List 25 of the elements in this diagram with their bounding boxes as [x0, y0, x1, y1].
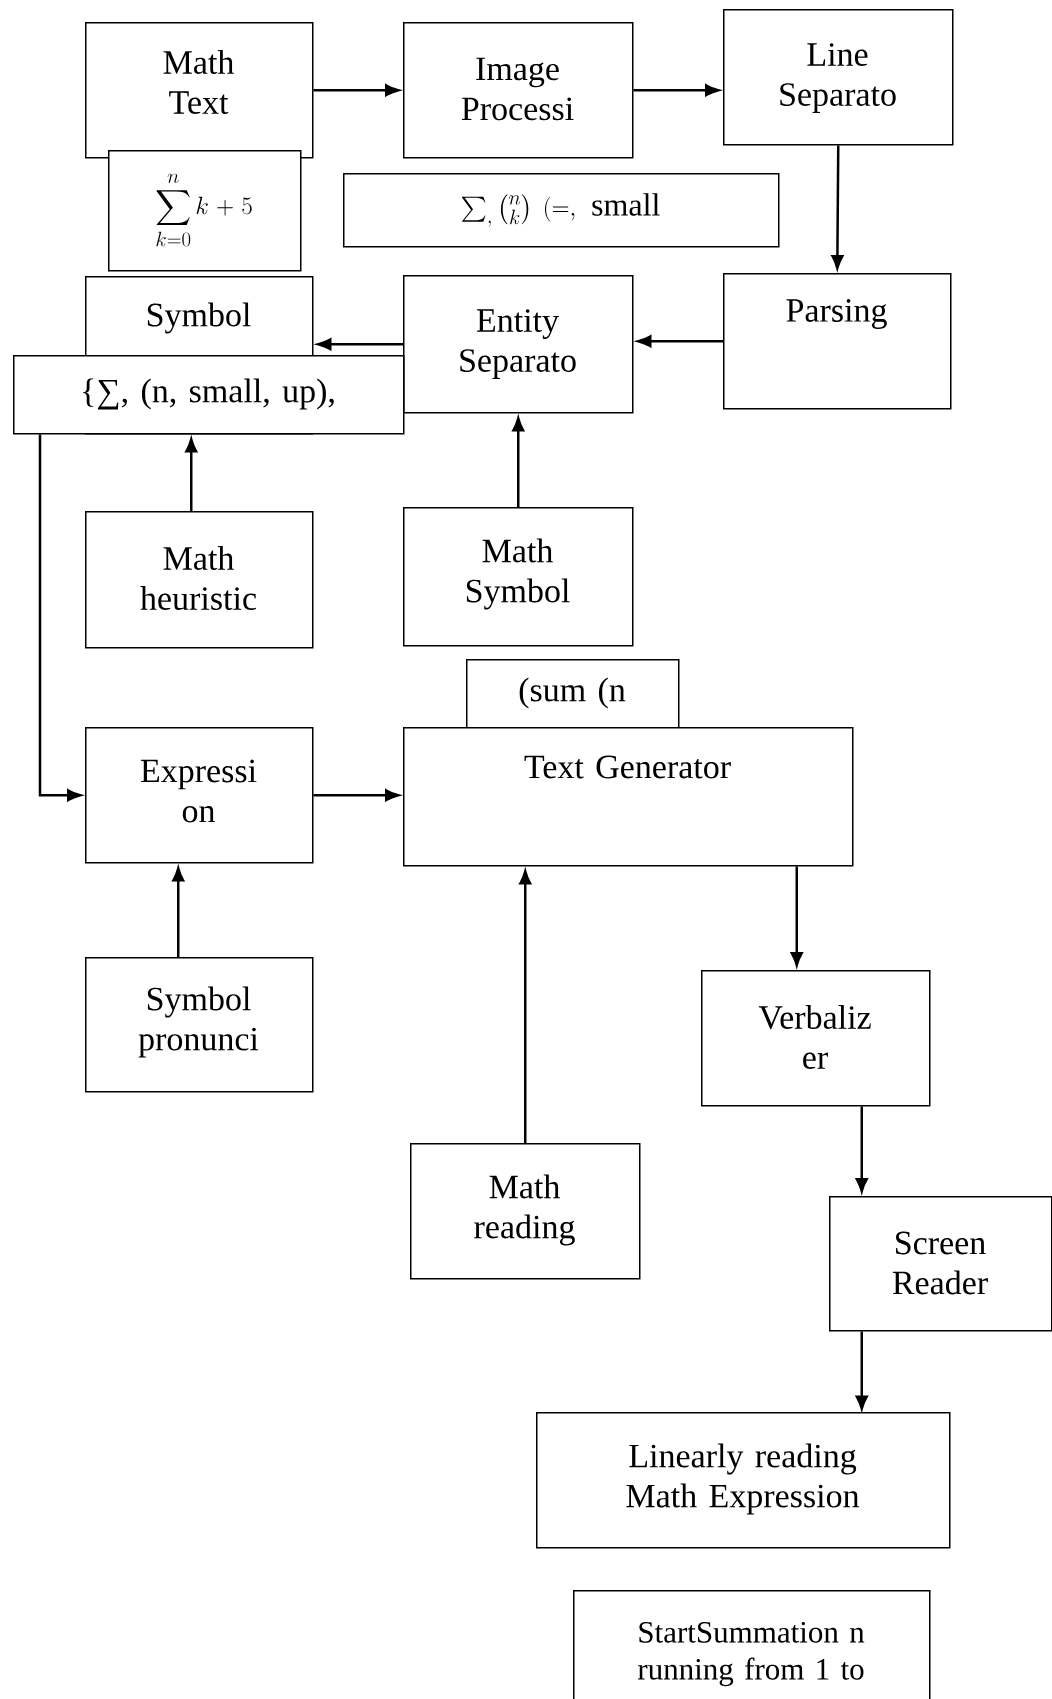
process-box: Math Symbol: [403, 507, 634, 647]
process-box: Line Separato: [723, 9, 954, 146]
process-box: StartSummation n running from 1 to: [573, 1590, 931, 1699]
process-box: Math Text: [85, 22, 314, 159]
formula-box: $\sum_{,}\binom{n}{k}\ (=,\ \mathrm{small}$: [343, 173, 780, 248]
arrow: [313, 84, 400, 97]
arrow: [633, 84, 720, 97]
process-box: Math reading: [410, 1143, 641, 1280]
process-box: Linearly reading Math Expression: [536, 1412, 951, 1549]
arrow: [38, 434, 82, 802]
arrow: [313, 789, 400, 802]
arrow: [790, 866, 803, 967]
process-box: Verbaliz er: [701, 970, 931, 1107]
process-box: Math heuristic: [85, 511, 314, 649]
process-box: Image Processi: [403, 22, 634, 159]
process-box: (sum (n: [466, 659, 680, 729]
process-box: Expressi on: [85, 727, 314, 864]
process-box: Entity Separato: [403, 275, 634, 414]
arrow: [831, 145, 844, 270]
process-box: Symbol pronunci: [85, 957, 314, 1093]
arrow: [855, 1106, 868, 1193]
formula-box: $\sum_{k=0}^{n} k+5$: [108, 150, 302, 272]
process-box: Screen Reader: [829, 1196, 1052, 1332]
process-box: {∑, (n, small, up),: [13, 355, 405, 435]
process-box: Parsing: [723, 273, 952, 410]
